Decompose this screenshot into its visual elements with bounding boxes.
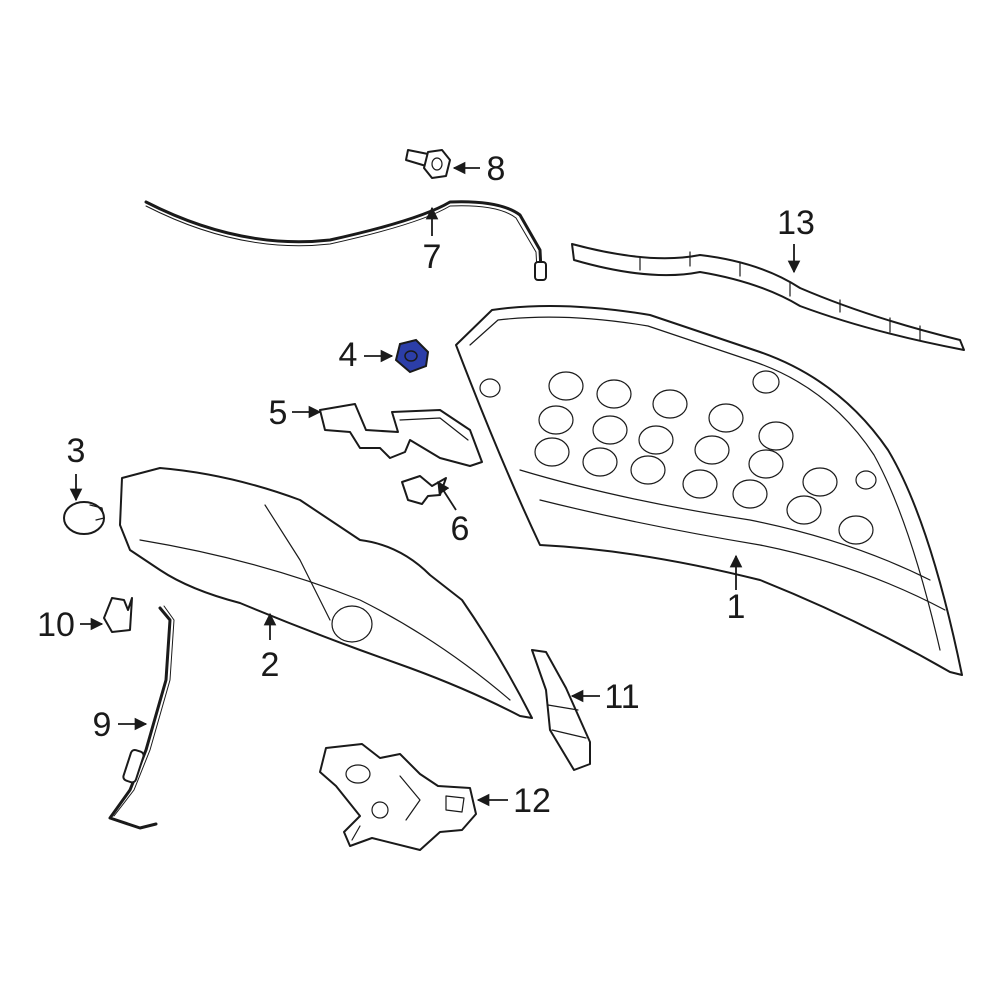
callout-11: 11 — [604, 678, 639, 716]
callout-2: 2 — [261, 646, 280, 684]
part-8-bolt[interactable] — [405, 149, 451, 179]
callout-8: 8 — [487, 150, 506, 188]
part-12-latch[interactable] — [319, 743, 477, 851]
callout-1: 1 — [727, 588, 746, 626]
part-4-nut[interactable] — [394, 338, 430, 374]
callout-13: 13 — [777, 204, 815, 242]
leader-lines — [69, 161, 801, 807]
part-6-clip[interactable] — [401, 475, 447, 505]
part-7-rod[interactable] — [144, 200, 547, 281]
part-9-release-rod[interactable] — [108, 605, 175, 830]
callout-12: 12 — [513, 782, 551, 820]
part-5-bracket[interactable] — [319, 403, 483, 467]
callout-7: 7 — [423, 238, 442, 276]
part-13-weatherstrip[interactable] — [571, 243, 965, 351]
callout-6: 6 — [451, 510, 470, 548]
callout-labels: 1 2 3 4 5 6 7 8 9 10 11 12 13 — [37, 150, 815, 820]
part-3-bumper[interactable] — [63, 501, 105, 535]
callout-9: 9 — [93, 706, 112, 744]
callout-5: 5 — [269, 394, 288, 432]
callout-3: 3 — [67, 432, 86, 470]
part-2-insulator-pad[interactable] — [119, 467, 533, 719]
part-10-clip[interactable] — [103, 597, 133, 633]
part-1-hood-panel[interactable] — [455, 305, 963, 676]
callout-10: 10 — [37, 606, 75, 644]
part-11-seal[interactable] — [531, 649, 591, 771]
leader-6 — [437, 480, 457, 511]
callout-4: 4 — [339, 336, 358, 374]
